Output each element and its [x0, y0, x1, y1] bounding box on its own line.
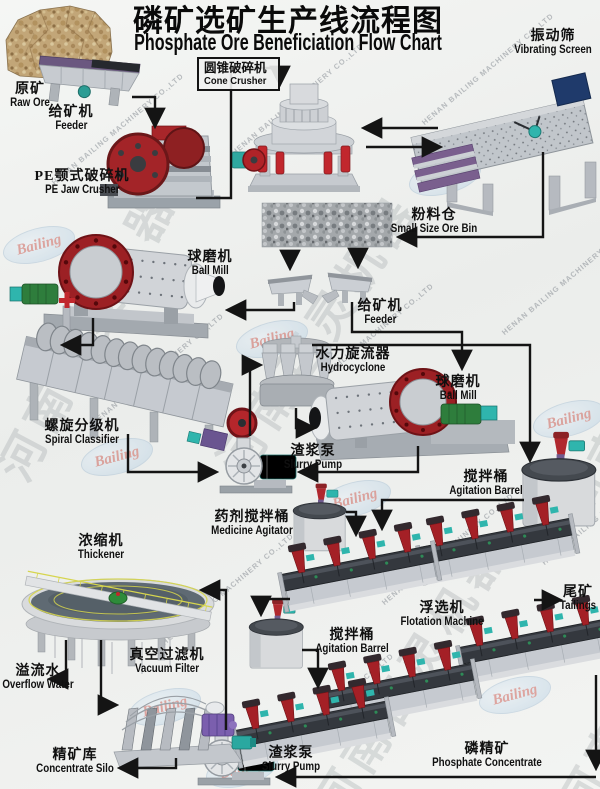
thickener-illustration — [21, 570, 215, 674]
flow-arrows — [46, 65, 600, 788]
arrow-barrel2-to-flotation — [302, 648, 329, 690]
arrow-feeder-to-mill2 — [350, 302, 473, 372]
arrow-medicine-to-flotation — [345, 510, 367, 538]
arrow-mill1-to-classifier — [59, 318, 95, 356]
feeder-1-illustration — [38, 55, 141, 107]
ore-bin-illustration — [261, 202, 393, 248]
arrow-classifier-to-pump1 — [126, 434, 220, 483]
arrow-hydrocyclone-to-mill2 — [294, 408, 318, 439]
arrow-thickener-to-overflow — [46, 640, 69, 690]
hydrocyclone-illustration — [259, 335, 335, 407]
page-title-zh: 磷矿选矿生产线流程图 — [133, 5, 443, 38]
arrow-thickener-to-filter — [97, 640, 120, 716]
arrow-feeder1-to-jaw — [132, 95, 166, 130]
ball-mill-1-illustration — [9, 234, 225, 339]
feeder-2a-illustration — [267, 274, 319, 306]
arrow-screen-to-bin — [395, 152, 545, 248]
arrow-flotation-to-barrel2 — [250, 595, 290, 618]
arrow-pump1-to-hydrocyclone — [241, 354, 264, 436]
arrow-barrel1-to-flotation — [371, 498, 524, 532]
vibrating-screen-illustration — [410, 72, 597, 216]
pe-jaw-crusher-illustration — [100, 125, 221, 209]
agitation-barrel-1-illustration — [521, 431, 597, 527]
arrow-filter-to-silo — [116, 757, 178, 779]
arrow-feeder-to-mill1 — [224, 299, 296, 321]
cone-crusher-illustration — [231, 83, 360, 192]
arrow-mill2-to-pump1 — [296, 446, 420, 483]
arrow-pump2-to-thickener — [198, 579, 228, 730]
feeder-2b-illustration — [321, 272, 373, 304]
arrow-hydrocyclone-to-barrel1 — [312, 343, 541, 464]
page-title-en: Phosphate Ore Beneficiation Flow Chart — [134, 29, 442, 55]
